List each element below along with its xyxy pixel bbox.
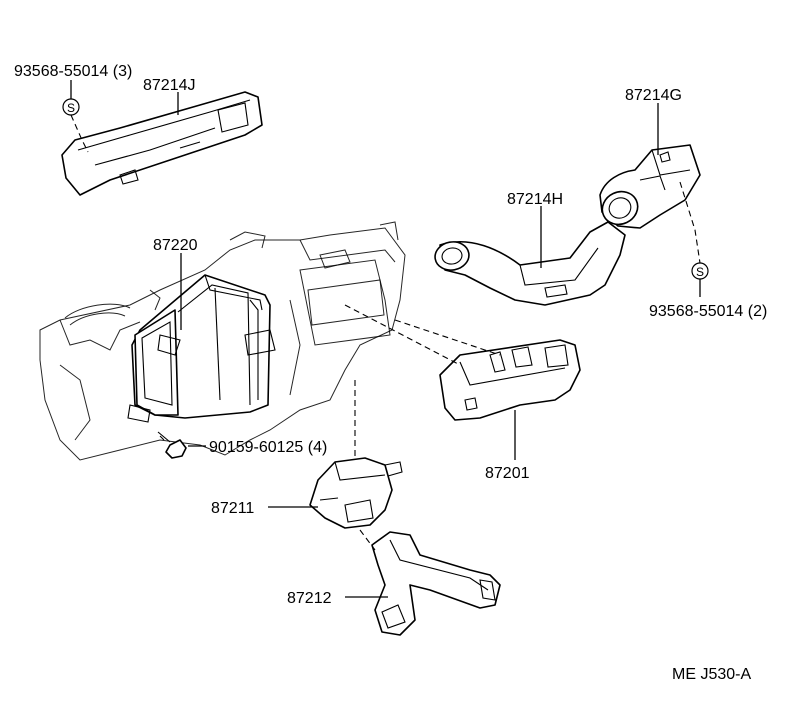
label-87214H: 87214H <box>507 191 563 208</box>
duct-87211-shape <box>309 457 403 529</box>
label-screw-clip-right: 93568-55014 (2) <box>649 303 767 320</box>
svg-text:S: S <box>67 101 75 115</box>
duct-87212-shape <box>371 531 501 636</box>
label-87214J: 87214J <box>143 77 196 94</box>
clip-symbol-right: S <box>691 262 709 280</box>
label-screw-90159: 90159-60125 (4) <box>209 439 327 456</box>
label-87220: 87220 <box>153 237 198 254</box>
duct-87214H-shape <box>434 221 626 306</box>
duct-87214J-shape <box>61 91 263 196</box>
label-87214G: 87214G <box>625 87 682 104</box>
label-87211: 87211 <box>211 500 254 517</box>
clip-symbol-top: S <box>62 98 80 116</box>
leader-lines <box>70 80 701 598</box>
label-87212: 87212 <box>287 590 332 607</box>
label-screw-clip-top: 93568-55014 (3) <box>14 63 132 80</box>
housing-87220-shape <box>127 274 276 423</box>
duct-87201-shape <box>439 339 581 421</box>
screw-90159-shape <box>157 431 187 459</box>
duct-87214G-shape <box>599 144 701 229</box>
svg-text:S: S <box>696 265 704 279</box>
label-87201: 87201 <box>485 465 530 482</box>
diagram-code: ME J530-A <box>672 666 751 683</box>
heater-unit-outline <box>39 221 406 461</box>
